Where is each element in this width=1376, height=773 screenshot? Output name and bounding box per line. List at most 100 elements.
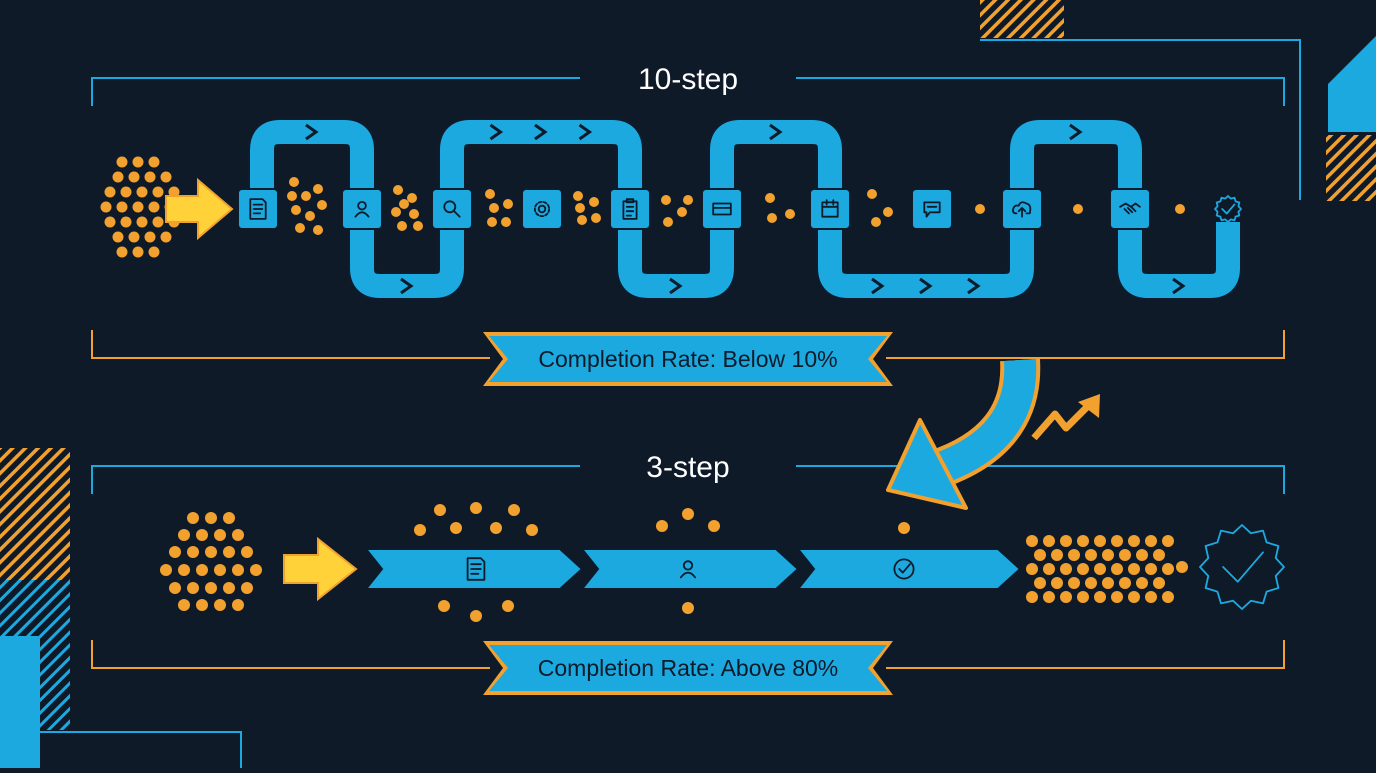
dot bbox=[708, 520, 720, 532]
chevron-mark bbox=[871, 277, 885, 295]
dot bbox=[1111, 535, 1123, 547]
dot bbox=[1153, 577, 1165, 589]
dot bbox=[112, 171, 124, 183]
dot bbox=[169, 546, 181, 558]
dot bbox=[223, 582, 235, 594]
chevron-mark bbox=[534, 123, 548, 141]
chevron-mark bbox=[919, 277, 933, 295]
dot bbox=[677, 207, 687, 217]
dot bbox=[160, 564, 172, 576]
dot bbox=[1128, 563, 1140, 575]
user-icon bbox=[354, 200, 370, 218]
dot bbox=[1068, 577, 1080, 589]
top-frame-right bbox=[796, 77, 1285, 106]
dot bbox=[414, 524, 426, 536]
dot bbox=[1176, 561, 1188, 573]
dot bbox=[187, 512, 199, 524]
top-step-8 bbox=[911, 188, 953, 230]
gap-dots-5 bbox=[661, 195, 693, 227]
top-step-3 bbox=[431, 188, 473, 230]
transition-arrow-body bbox=[929, 359, 1037, 486]
chevron-mark bbox=[1172, 277, 1186, 295]
dot bbox=[116, 201, 128, 213]
dot bbox=[589, 197, 599, 207]
dot bbox=[178, 529, 190, 541]
dot bbox=[1145, 563, 1157, 575]
step-tile bbox=[609, 188, 651, 230]
chevron-mark bbox=[305, 123, 319, 141]
dot bbox=[1085, 549, 1097, 561]
dot bbox=[434, 504, 446, 516]
corner-block-right bbox=[1328, 36, 1376, 132]
gap-dots-3 bbox=[485, 189, 513, 227]
transition-arrow bbox=[886, 358, 1100, 510]
loop-up-3 bbox=[710, 120, 842, 196]
dot bbox=[1043, 591, 1055, 603]
dot bbox=[1077, 563, 1089, 575]
dot bbox=[450, 522, 462, 534]
bottom-completion-rate-banner: Completion Rate: Above 80% bbox=[483, 641, 893, 695]
dot bbox=[104, 186, 116, 198]
dot bbox=[136, 186, 148, 198]
dot bbox=[152, 186, 164, 198]
dot bbox=[656, 520, 668, 532]
document-icon bbox=[466, 557, 486, 581]
dot bbox=[397, 221, 407, 231]
gap-dots-9 bbox=[1073, 204, 1083, 214]
dot bbox=[489, 203, 499, 213]
dot bbox=[438, 600, 450, 612]
dot bbox=[317, 200, 327, 210]
dot bbox=[313, 225, 323, 235]
bottom-entry-arrow bbox=[283, 536, 358, 602]
dot bbox=[682, 602, 694, 614]
dot bbox=[214, 529, 226, 541]
section-frames bbox=[91, 77, 1285, 669]
dot bbox=[683, 195, 693, 205]
dot bbox=[767, 213, 777, 223]
dot bbox=[1145, 535, 1157, 547]
chat-icon bbox=[923, 201, 941, 218]
dot bbox=[1162, 591, 1174, 603]
dot bbox=[128, 231, 140, 243]
top-frame-bottom-right bbox=[886, 330, 1285, 359]
bottom-step-chevrons bbox=[363, 548, 1022, 590]
dot bbox=[1060, 591, 1072, 603]
step-tile bbox=[431, 188, 473, 230]
top-completion-rate-banner: Completion Rate: Below 10% bbox=[483, 332, 893, 386]
dot bbox=[1077, 535, 1089, 547]
dot bbox=[391, 207, 401, 217]
top-step-10 bbox=[1109, 188, 1151, 230]
bottom-banner-shape bbox=[483, 641, 893, 695]
loop-up-1 bbox=[250, 120, 374, 196]
dot bbox=[196, 564, 208, 576]
dot bbox=[470, 502, 482, 514]
dot bbox=[871, 217, 881, 227]
chevron-mark bbox=[669, 277, 683, 295]
dot bbox=[148, 156, 160, 168]
dot bbox=[1175, 204, 1185, 214]
dot bbox=[160, 231, 172, 243]
dot bbox=[975, 204, 985, 214]
bottom-step2-dots bbox=[656, 508, 720, 614]
bottom-step-3 bbox=[795, 548, 1022, 590]
dot bbox=[1136, 577, 1148, 589]
top-step-2 bbox=[341, 188, 383, 230]
dot bbox=[1094, 563, 1106, 575]
dot bbox=[250, 564, 262, 576]
dot bbox=[1162, 563, 1174, 575]
dot bbox=[1068, 549, 1080, 561]
dot bbox=[100, 201, 112, 213]
dot bbox=[1102, 577, 1114, 589]
dot bbox=[502, 600, 514, 612]
dot bbox=[291, 205, 301, 215]
dot bbox=[187, 582, 199, 594]
dot bbox=[1136, 549, 1148, 561]
top-dropoff-dots bbox=[287, 177, 1185, 235]
dot bbox=[116, 246, 128, 258]
corner-block-left bbox=[0, 636, 40, 768]
dot bbox=[1128, 535, 1140, 547]
top-frame-left bbox=[91, 77, 580, 106]
gap-dots-4 bbox=[573, 191, 601, 225]
dot bbox=[241, 582, 253, 594]
